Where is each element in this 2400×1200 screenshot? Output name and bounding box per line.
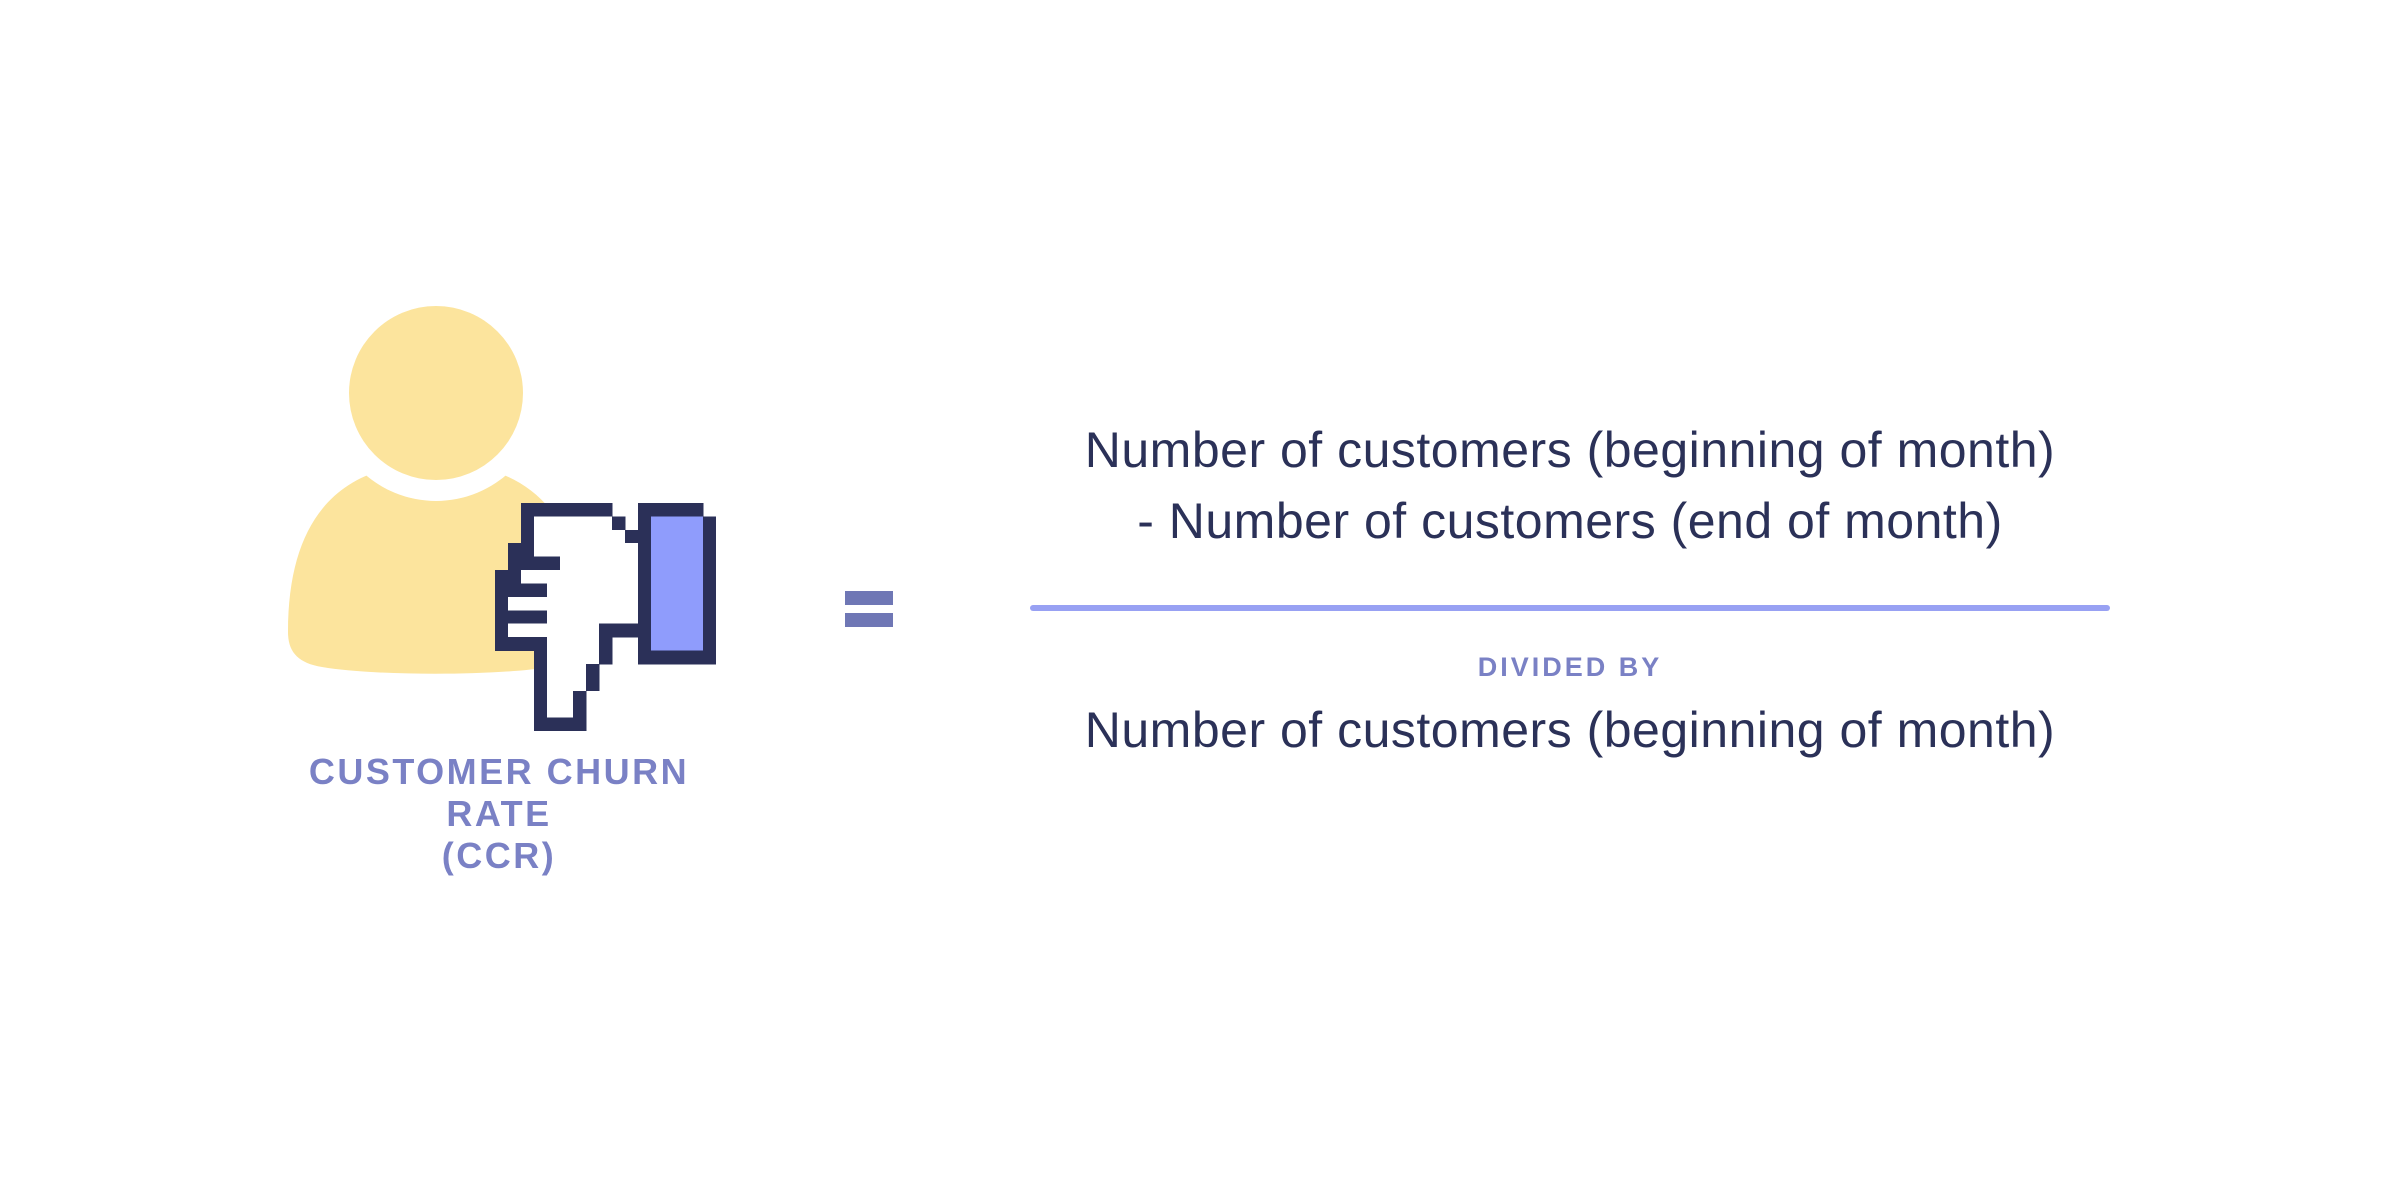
equals-sign [845, 591, 893, 627]
thumbs-down-icon [495, 503, 716, 731]
numerator-line2: - Number of customers (end of month) [1137, 493, 2003, 549]
equals-top-bar [845, 591, 893, 605]
fraction-denominator: Number of customers (beginning of month) [1084, 702, 2056, 758]
numerator-line1: Number of customers (beginning of month) [1084, 422, 2056, 478]
person-icon [288, 300, 584, 674]
equals-bottom-bar [845, 613, 893, 627]
divided-by-label: DIVIDED BY [1477, 652, 1663, 682]
formula-fraction: Number of customers (beginning of month)… [1030, 415, 2110, 775]
person-head-circle [349, 306, 523, 480]
fraction-numerator: Number of customers (beginning of month)… [1030, 415, 2110, 557]
icon-caption-line2: (CCR) [441, 835, 557, 876]
icon-caption: CUSTOMER CHURN RATE (CCR) [279, 751, 719, 877]
fraction-divider-line [1030, 605, 2110, 611]
icon-caption-line1: CUSTOMER CHURN RATE [308, 751, 690, 834]
